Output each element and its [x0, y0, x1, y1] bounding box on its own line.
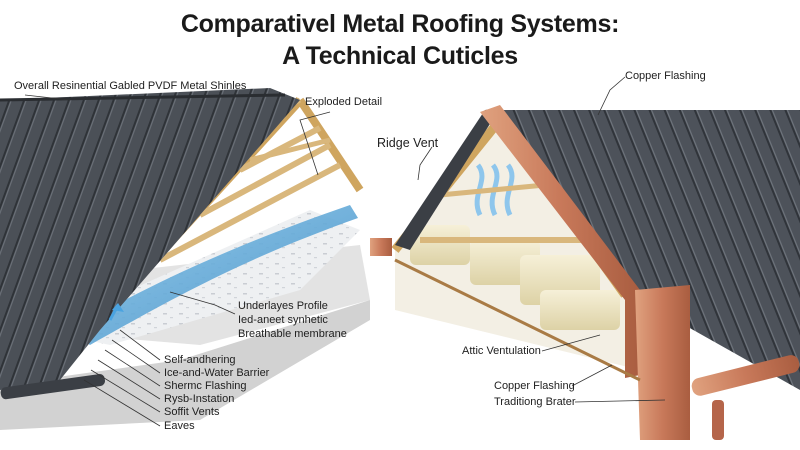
- label-copper-flashing-bottom: Copper Flashing: [494, 380, 575, 392]
- leader-gutter: [574, 399, 666, 403]
- label-copper-flashing-top: Copper Flashing: [625, 70, 706, 82]
- purlin-2: [198, 142, 332, 218]
- purlin-3: [238, 125, 322, 173]
- leader-stack-5: [90, 369, 161, 413]
- diagram-title-line-1: Comparativel Metal Roofing Systems:: [180, 10, 620, 38]
- diagram-title-line-2: A Technical Cuticles: [282, 42, 518, 70]
- copper-eave-flashing: [370, 238, 392, 256]
- insulation-batt-1: [410, 225, 470, 265]
- concrete-base: [0, 300, 370, 430]
- right-roof-section: [370, 105, 800, 440]
- label-stack-self-adhering: Self-andhering: [164, 354, 236, 366]
- insulation-batt-4: [540, 290, 620, 330]
- label-traditional-gutter: Traditiong Brater: [494, 396, 576, 408]
- airflow-arrowhead: [112, 303, 124, 312]
- leader-overall: [24, 94, 71, 101]
- label-stack-insulation: Rysb-Instation: [164, 393, 235, 405]
- label-overall-shingles: Overall Resinential Gabled PVDF Metal Sh…: [14, 80, 247, 92]
- leader-stack-3: [104, 349, 161, 387]
- label-stack-soffit: Soffit Vents: [164, 406, 220, 418]
- copper-fascia-board: [635, 285, 690, 440]
- leader-stack-2: [111, 339, 161, 374]
- leader-attic-vent: [541, 334, 601, 352]
- leader-ridge-vent: [417, 146, 433, 181]
- copper-gutter: [691, 355, 800, 396]
- leader-copper-top: [597, 76, 626, 116]
- breathable-membrane: [70, 205, 358, 345]
- copper-downspout: [712, 400, 724, 440]
- left-ridge-cap: [0, 93, 286, 102]
- left-metal-panels: [0, 88, 300, 390]
- label-stack-flashing: Shermc Flashing: [164, 380, 247, 392]
- right-metal-panels: [488, 110, 800, 390]
- label-attic-ventilation: Attic Ventulation: [462, 345, 541, 357]
- label-exploded-detail: Exploded Detail: [305, 96, 383, 108]
- leader-stack-6: [83, 379, 161, 427]
- label-underlayment-3: Breathable membrane: [238, 328, 347, 340]
- purlin-1: [158, 162, 342, 263]
- copper-rake-flashing: [480, 105, 640, 378]
- leader-copper-bottom: [571, 364, 613, 387]
- label-ridge-vent: Ridge Vent: [377, 136, 439, 150]
- leader-lines: [24, 76, 666, 427]
- vent-airflow-1: [474, 163, 485, 217]
- label-stack-eaves: Eaves: [164, 420, 195, 432]
- leader-stack-1: [119, 329, 161, 361]
- label-underlayment-2: Ied-aneet synhetic: [238, 314, 328, 326]
- label-stack-ice-water: Ice-and-Water Barrier: [164, 367, 270, 379]
- collar-tie: [439, 182, 546, 198]
- batten-2: [249, 137, 331, 163]
- left-roof-section: [0, 88, 370, 430]
- right-sill-plate: [394, 258, 641, 382]
- leader-exploded: [299, 111, 331, 176]
- left-gutter: [0, 374, 106, 400]
- leader-stack-4: [97, 359, 161, 400]
- label-underlayment-1: Underlayes Profile: [238, 300, 328, 312]
- leader-underlayment: [169, 291, 236, 315]
- left-fascia-panel: [395, 108, 500, 250]
